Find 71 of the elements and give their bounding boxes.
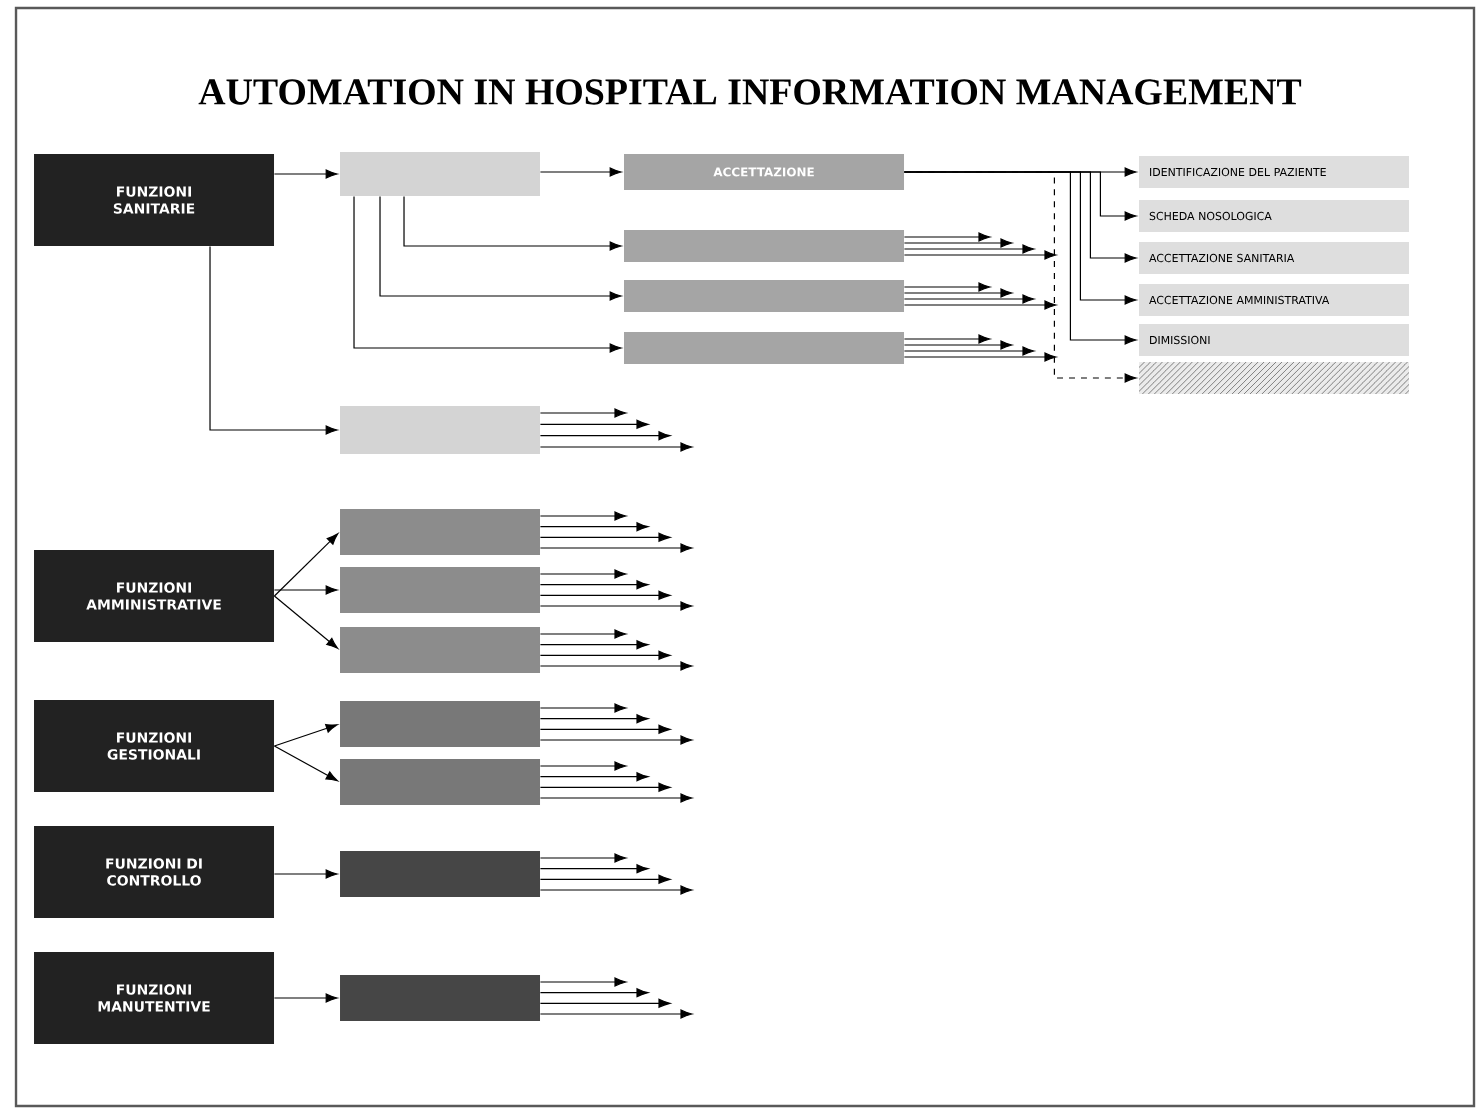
arrow — [539, 167, 622, 177]
function-bar — [340, 975, 540, 1021]
arrow — [539, 601, 693, 611]
arrow — [903, 171, 1137, 383]
arrow — [903, 346, 1035, 356]
arrow — [273, 585, 338, 595]
arrow — [539, 772, 649, 782]
function-bar — [624, 332, 904, 364]
arrow — [539, 580, 649, 590]
arrow — [539, 569, 627, 579]
arrow — [273, 745, 338, 782]
arrow — [539, 853, 627, 863]
arrow — [539, 703, 627, 713]
arrow — [903, 288, 1013, 298]
arrow — [539, 988, 649, 998]
arrow — [539, 714, 649, 724]
arrow — [379, 195, 622, 301]
arrow — [273, 993, 338, 1003]
arrow — [539, 782, 671, 792]
arrow — [903, 250, 1057, 260]
arrow — [539, 1009, 693, 1019]
arrow — [273, 533, 339, 597]
arrow — [539, 724, 671, 734]
arrow — [273, 169, 338, 179]
function-bar — [340, 406, 540, 454]
function-bar — [624, 280, 904, 312]
function-bar — [340, 759, 540, 805]
arrow — [539, 661, 693, 671]
arrow — [353, 195, 622, 353]
function-bar — [340, 851, 540, 897]
arrow — [539, 532, 671, 542]
arrow — [903, 282, 991, 292]
arrow — [273, 595, 339, 649]
arrow — [273, 723, 338, 747]
arrow — [539, 874, 671, 884]
arrow — [539, 735, 693, 745]
arrow — [539, 511, 627, 521]
arrow — [903, 334, 991, 344]
arrow — [539, 590, 671, 600]
arrow — [903, 244, 1035, 254]
arrow — [539, 543, 693, 553]
function-bar — [340, 701, 540, 747]
arrow — [403, 195, 622, 251]
arrow — [903, 352, 1057, 362]
arrow — [539, 761, 627, 771]
function-bar — [340, 627, 540, 673]
function-bar — [340, 152, 540, 196]
function-bar — [340, 509, 540, 555]
title: AUTOMATION IN HOSPITAL INFORMATION MANAGEMENT — [198, 79, 1302, 105]
arrow — [273, 869, 338, 879]
function-bar — [624, 230, 904, 262]
arrow — [903, 232, 991, 242]
arrow — [539, 629, 627, 639]
arrow — [539, 522, 649, 532]
arrow — [539, 885, 693, 895]
arrow — [539, 793, 693, 803]
arrow — [903, 300, 1057, 310]
arrow — [903, 340, 1013, 350]
arrow — [903, 238, 1013, 248]
arrow — [539, 419, 649, 429]
arrow — [539, 998, 671, 1008]
arrow — [539, 442, 693, 452]
arrow — [539, 408, 627, 418]
arrow — [539, 640, 649, 650]
arrow — [209, 245, 338, 435]
function-bar — [340, 567, 540, 613]
arrow — [903, 294, 1035, 304]
arrow — [539, 864, 649, 874]
arrow — [539, 431, 671, 441]
arrow — [539, 650, 671, 660]
arrow — [539, 977, 627, 987]
